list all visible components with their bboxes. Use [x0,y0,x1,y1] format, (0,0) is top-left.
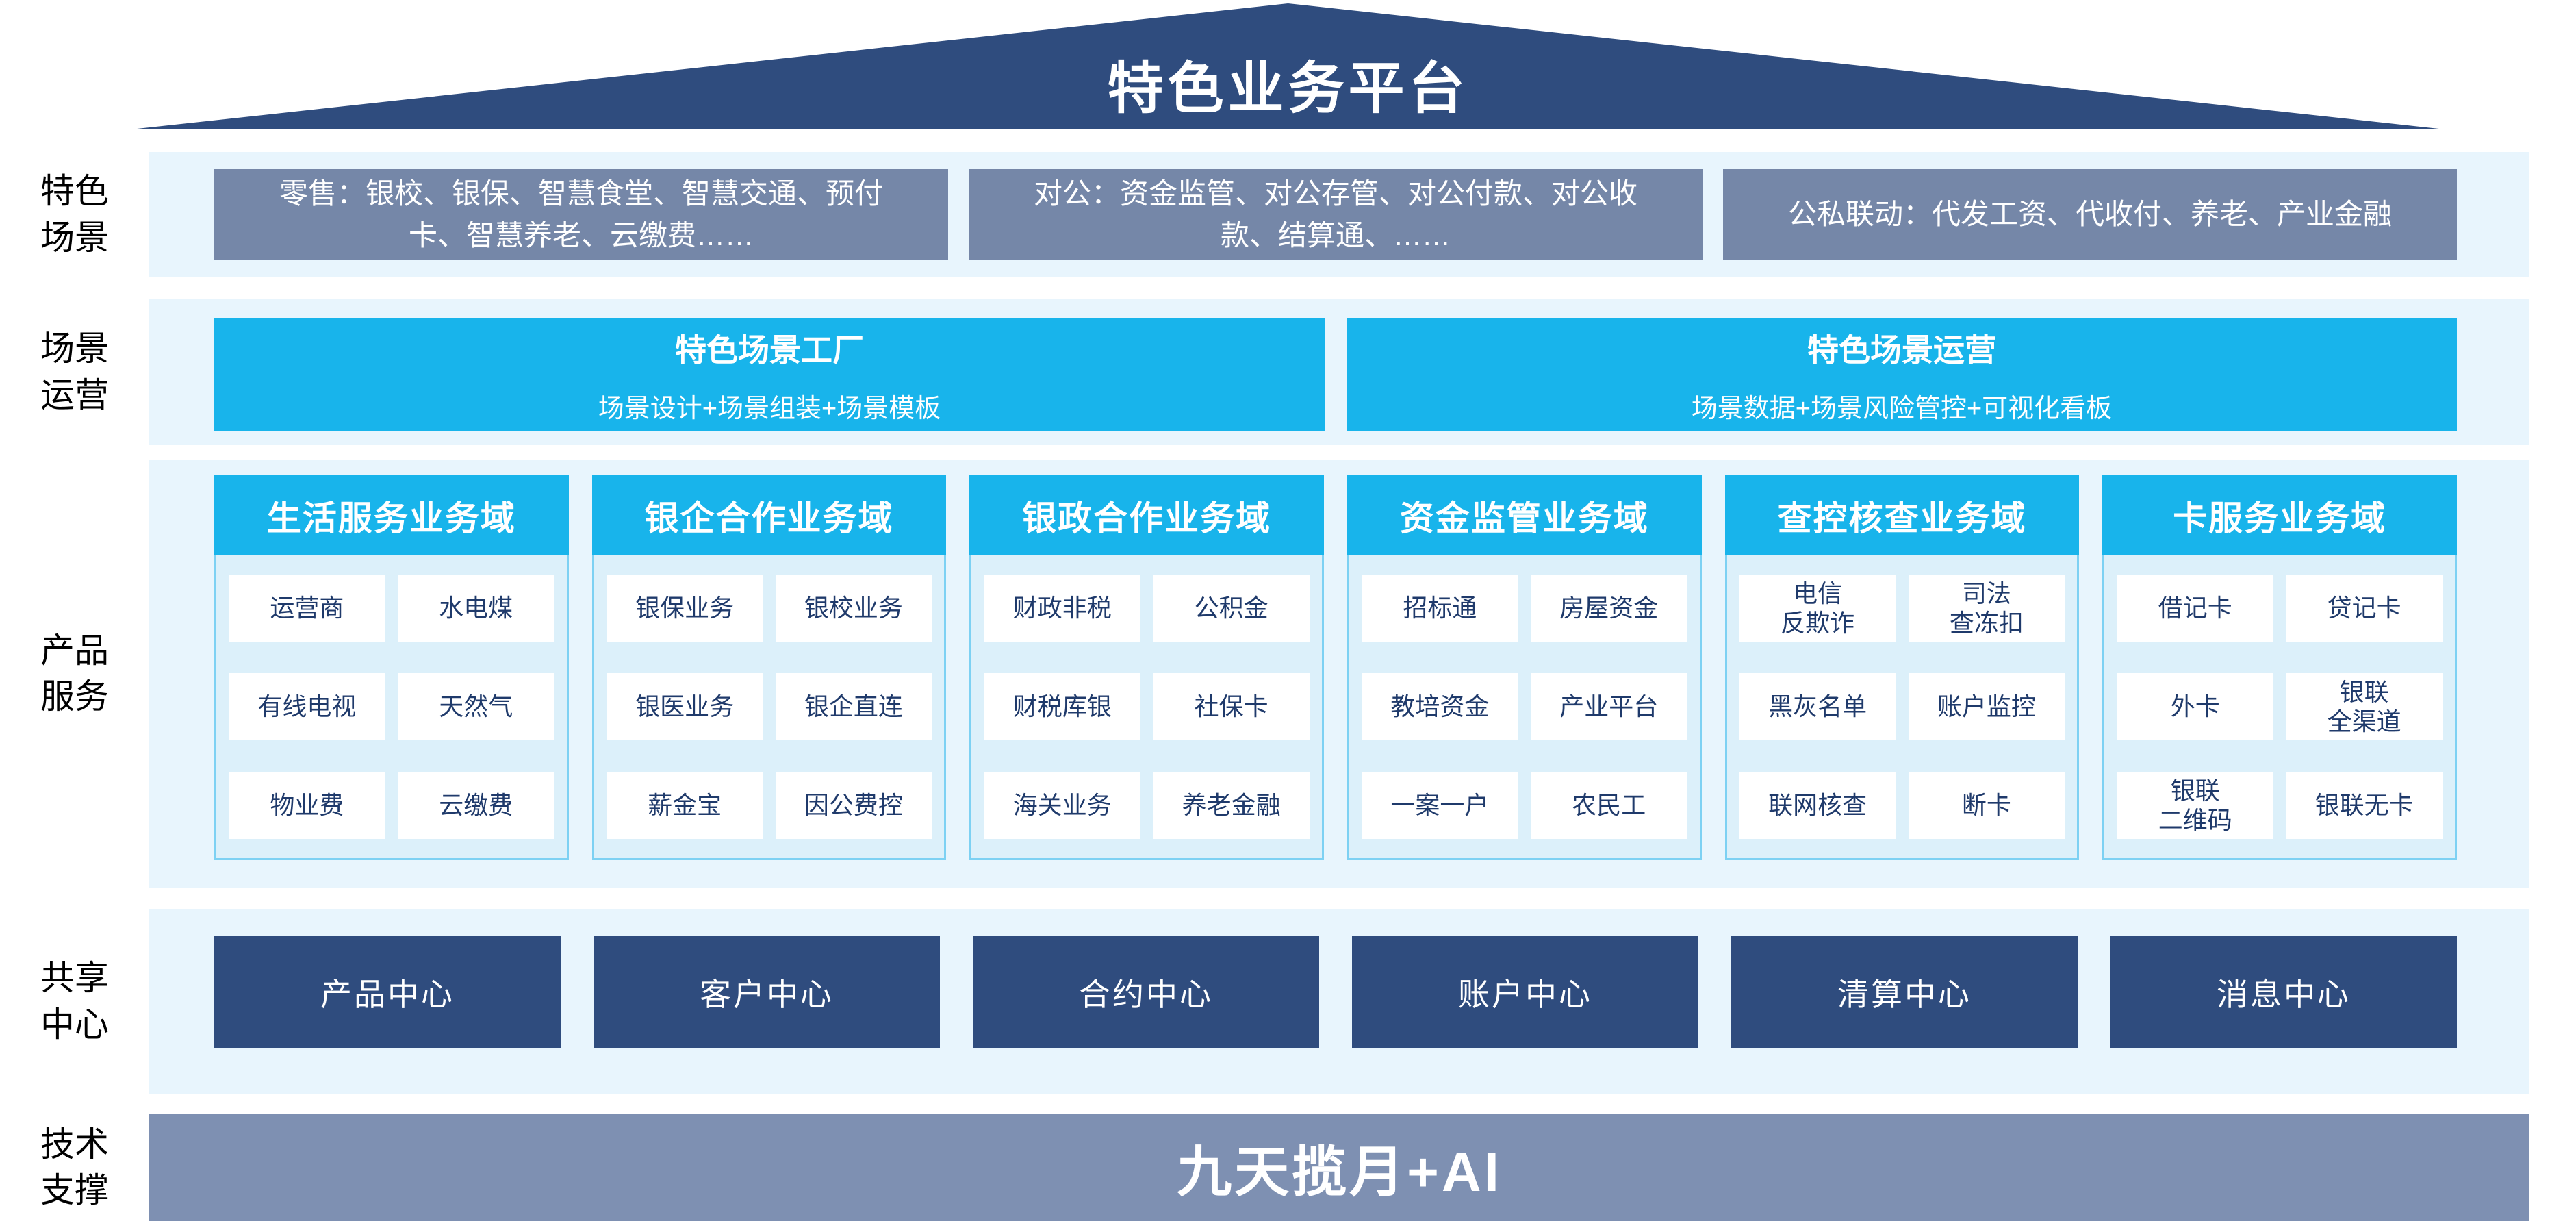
ops-box-subtitle: 场景设计+场景组装+场景模板 [598,394,941,423]
product-cell: 教培资金 [1362,673,1518,740]
product-cell: 贷记卡 [2286,575,2443,642]
product-column-fund-supervision: 资金监管业务域 招标通 房屋资金 教培资金 产业平台 一案一户 农民工 [1347,475,1702,860]
product-cell: 农民工 [1530,772,1687,839]
product-cell: 天然气 [397,673,554,740]
product-column-life-services: 生活服务业务域 运营商 水电煤 有线电视 天然气 物业费 云缴费 [214,475,569,860]
band-products: 生活服务业务域 运营商 水电煤 有线电视 天然气 物业费 云缴费 银企合作业务域… [149,460,2529,888]
product-cell: 黑灰名单 [1739,673,1896,740]
product-cell: 因公费控 [775,772,932,839]
product-cell: 银医业务 [606,673,763,740]
column-body: 电信 反欺诈 司法 查冻扣 黑灰名单 账户监控 联网核查 断卡 [1724,555,2080,860]
product-cell: 银联 全渠道 [2286,673,2443,740]
product-cell: 物业费 [229,772,385,839]
side-label-operations: 场景 运营 [40,329,109,414]
column-header: 资金监管业务域 [1347,475,1702,555]
column-header: 查控核查业务域 [1724,475,2080,555]
scenario-box-retail: 零售：银校、银保、智慧食堂、智慧交通、预付卡、智慧养老、云缴费…… [214,169,948,260]
column-body: 银保业务 银校业务 银医业务 银企直连 薪金宝 因公费控 [591,555,947,860]
band-shared-centers: 产品中心 客户中心 合约中心 账户中心 清算中心 消息中心 [149,909,2529,1094]
roof-banner: 特色业务平台 [131,3,2445,129]
ops-box-title: 特色场景运营 [1807,332,1996,368]
product-columns: 生活服务业务域 运营商 水电煤 有线电视 天然气 物业费 云缴费 银企合作业务域… [214,475,2458,860]
product-column-inspection: 查控核查业务域 电信 反欺诈 司法 查冻扣 黑灰名单 账户监控 联网核查 断卡 [1724,475,2080,860]
center-box-message: 消息中心 [2110,936,2457,1048]
product-cell: 运营商 [229,575,385,642]
product-cell: 银校业务 [775,575,932,642]
product-cell: 薪金宝 [606,772,763,839]
product-cell: 账户监控 [1908,673,2065,740]
side-label-technology: 技术 支撑 [40,1124,109,1210]
product-cell: 银保业务 [606,575,763,642]
ops-box-subtitle: 场景数据+场景风险管控+可视化看板 [1691,394,2113,423]
product-column-bank-government: 银政合作业务域 财政非税 公积金 财税库银 社保卡 海关业务 养老金融 [969,475,1325,860]
shared-centers-row: 产品中心 客户中心 合约中心 账户中心 清算中心 消息中心 [214,936,2457,1048]
column-header: 生活服务业务域 [214,475,569,555]
product-column-card-services: 卡服务业务域 借记卡 贷记卡 外卡 银联 全渠道 银联 二维码 银联无卡 [2102,475,2458,860]
center-box-clearing: 清算中心 [1731,936,2078,1048]
column-header: 银企合作业务域 [591,475,947,555]
product-cell: 银联 二维码 [2117,772,2274,839]
center-box-product: 产品中心 [214,936,561,1048]
product-cell: 财政非税 [984,575,1141,642]
operations-row: 特色场景工厂 场景设计+场景组装+场景模板 特色场景运营 场景数据+场景风险管控… [214,318,2457,431]
product-cell: 社保卡 [1153,673,1310,740]
column-body: 借记卡 贷记卡 外卡 银联 全渠道 银联 二维码 银联无卡 [2102,555,2458,860]
product-cell: 水电煤 [397,575,554,642]
product-cell: 电信 反欺诈 [1739,575,1896,642]
band-foundation: 九天揽月+AI [149,1114,2529,1221]
product-cell: 养老金融 [1153,772,1310,839]
product-cell: 财税库银 [984,673,1141,740]
product-cell: 银企直连 [775,673,932,740]
side-label-scenarios: 特色 场景 [40,172,109,257]
scenario-row: 零售：银校、银保、智慧食堂、智慧交通、预付卡、智慧养老、云缴费…… 对公：资金监… [214,169,2457,260]
foundation-title: 九天揽月+AI [1177,1142,1502,1203]
ops-box-title: 特色场景工厂 [675,332,864,368]
product-cell: 云缴费 [397,772,554,839]
product-cell: 银联无卡 [2286,772,2443,839]
column-header: 卡服务业务域 [2102,475,2458,555]
side-label-centers: 共享 中心 [40,959,109,1044]
column-body: 招标通 房屋资金 教培资金 产业平台 一案一户 农民工 [1347,555,1702,860]
scenario-box-public-private: 公私联动：代发工资、代收付、养老、产业金融 [1723,169,2457,260]
side-label-products: 产品 服务 [40,631,109,716]
center-box-contract: 合约中心 [973,936,1319,1048]
ops-box-scene-operation: 特色场景运营 场景数据+场景风险管控+可视化看板 [1347,318,2457,431]
column-body: 财政非税 公积金 财税库银 社保卡 海关业务 养老金融 [969,555,1325,860]
product-cell: 有线电视 [229,673,385,740]
product-cell: 借记卡 [2117,575,2274,642]
band-scenarios: 零售：银校、银保、智慧食堂、智慧交通、预付卡、智慧养老、云缴费…… 对公：资金监… [149,152,2529,277]
product-cell: 外卡 [2117,673,2274,740]
center-box-account: 账户中心 [1352,936,1698,1048]
column-body: 运营商 水电煤 有线电视 天然气 物业费 云缴费 [214,555,569,860]
band-operations: 特色场景工厂 场景设计+场景组装+场景模板 特色场景运营 场景数据+场景风险管控… [149,299,2529,445]
product-cell: 海关业务 [984,772,1141,839]
product-cell: 断卡 [1908,772,2065,839]
product-cell: 联网核查 [1739,772,1896,839]
product-cell: 公积金 [1153,575,1310,642]
product-cell: 产业平台 [1530,673,1687,740]
column-header: 银政合作业务域 [969,475,1325,555]
product-cell: 一案一户 [1362,772,1518,839]
product-cell: 房屋资金 [1530,575,1687,642]
ops-box-scene-factory: 特色场景工厂 场景设计+场景组装+场景模板 [214,318,1325,431]
product-cell: 司法 查冻扣 [1908,575,2065,642]
center-box-customer: 客户中心 [594,936,940,1048]
platform-title: 特色业务平台 [1107,58,1469,120]
scenario-box-corporate: 对公：资金监管、对公存管、对公付款、对公收款、结算通、…… [969,169,1703,260]
product-cell: 招标通 [1362,575,1518,642]
product-column-bank-enterprise: 银企合作业务域 银保业务 银校业务 银医业务 银企直连 薪金宝 因公费控 [591,475,947,860]
